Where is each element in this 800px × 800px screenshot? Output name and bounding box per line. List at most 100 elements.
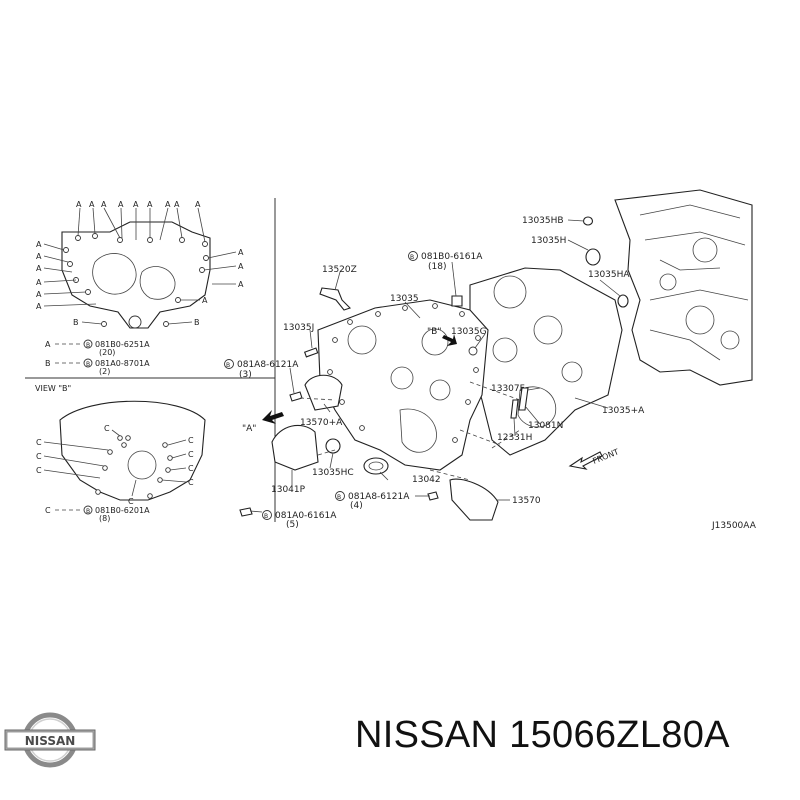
svg-text:B: B (264, 513, 268, 520)
svg-text:13035HC: 13035HC (312, 468, 354, 478)
svg-text:C: C (188, 464, 194, 473)
reference-lines (299, 381, 521, 481)
svg-text:VIEW "B": VIEW "B" (35, 384, 71, 393)
view-b-cover-outline (59, 400, 206, 501)
svg-text:A: A (36, 290, 42, 299)
svg-text:13042: 13042 (412, 475, 441, 485)
svg-text:B: B (86, 361, 90, 368)
svg-text:A: A (238, 280, 244, 289)
svg-text:C: C (36, 438, 42, 447)
svg-text:B: B (45, 359, 51, 368)
svg-text:A: A (133, 200, 139, 209)
svg-text:081A8-6121A: 081A8-6121A (237, 360, 299, 370)
svg-text:C: C (45, 506, 51, 515)
svg-text:081A0-8701A: 081A0-8701A (95, 359, 150, 368)
svg-text:13035: 13035 (390, 294, 419, 304)
svg-text:"A": "A" (242, 424, 256, 434)
part-number: 15066ZL80A (509, 714, 730, 756)
svg-text:(18): (18) (428, 262, 446, 272)
svg-text:13035HA: 13035HA (588, 270, 630, 280)
svg-text:B: B (337, 494, 341, 501)
svg-text:B: B (194, 318, 200, 327)
svg-text:081B0-6251A: 081B0-6251A (95, 340, 150, 349)
callout-labels: 13035HB 13035H 13035HA B 081B0-6161A (18… (224, 216, 645, 530)
svg-text:NISSAN: NISSAN (25, 734, 76, 748)
svg-text:B: B (410, 254, 414, 261)
svg-text:C: C (188, 436, 194, 445)
svg-text:(8): (8) (99, 514, 110, 523)
svg-text:A: A (101, 200, 107, 209)
svg-text:(2): (2) (99, 367, 110, 376)
gasket-13570 (449, 478, 499, 521)
svg-text:C: C (36, 452, 42, 461)
svg-text:13520Z: 13520Z (322, 265, 357, 275)
pin-12331h (510, 399, 519, 419)
part-caption: NISSAN 15066ZL80A (355, 714, 795, 764)
cover-13041p (271, 424, 319, 471)
svg-text:A: A (195, 200, 201, 209)
guide-13520z (319, 287, 352, 311)
view-b-inset: VIEW "B" C C C C C C C C C C B 081 (35, 384, 206, 523)
svg-text:081B0-6161A: 081B0-6161A (421, 252, 483, 262)
svg-text:13035G: 13035G (451, 327, 487, 337)
svg-text:A: A (118, 200, 124, 209)
svg-text:C: C (188, 478, 194, 487)
svg-text:13035HB: 13035HB (522, 216, 564, 226)
callout-leaders (249, 219, 621, 513)
gasket-13570-plus-a (304, 374, 343, 411)
svg-text:A: A (36, 278, 42, 287)
view-b-arrow: "B" (427, 327, 457, 346)
svg-text:A: A (76, 200, 82, 209)
view-a-leaders (43, 207, 237, 325)
svg-text:13035+A: 13035+A (602, 406, 645, 416)
svg-text:13035H: 13035H (531, 236, 566, 246)
svg-text:081A0-6161A: 081A0-6161A (275, 511, 337, 521)
engine-block (614, 189, 753, 386)
rear-timing-cover (469, 267, 623, 456)
view-a-arrow: "A" (242, 410, 284, 434)
svg-text:(4): (4) (350, 501, 363, 511)
svg-text:A: A (36, 264, 42, 273)
svg-text:12331H: 12331H (497, 433, 532, 443)
o-ring-13035ha (617, 294, 629, 308)
svg-text:A: A (36, 240, 42, 249)
front-timing-cover (317, 299, 489, 471)
svg-text:C: C (128, 497, 134, 506)
svg-text:A: A (36, 302, 42, 311)
svg-text:A: A (165, 200, 171, 209)
svg-text:13041P: 13041P (271, 485, 306, 495)
oil-seal-13042 (363, 457, 389, 475)
svg-text:B: B (73, 318, 79, 327)
view-b-leaders (43, 429, 187, 497)
svg-text:A: A (238, 262, 244, 271)
view-b-letters: C C C C C C C C C (36, 424, 194, 506)
svg-text:(3): (3) (239, 370, 252, 380)
svg-text:13307F: 13307F (491, 384, 525, 394)
svg-text:FRONT: FRONT (591, 447, 620, 466)
seal-13035g (468, 346, 478, 356)
o-ring-13035hb (582, 216, 594, 226)
view-a-opening-right (139, 266, 176, 300)
svg-text:C: C (36, 466, 42, 475)
svg-text:C: C (188, 450, 194, 459)
svg-text:13570+A: 13570+A (300, 418, 343, 428)
svg-text:13035J: 13035J (283, 323, 314, 333)
pin-13081n (518, 387, 529, 411)
bolt-081a8-bottom (427, 491, 439, 501)
svg-text:081B0-6201A: 081B0-6201A (95, 506, 150, 515)
front-arrow: FRONT (568, 447, 620, 470)
svg-text:13570: 13570 (512, 496, 541, 506)
svg-text:B: B (86, 342, 90, 349)
svg-text:"B": "B" (427, 327, 441, 337)
diagram-code: J13500AA (711, 521, 757, 531)
svg-text:13081N: 13081N (528, 421, 563, 431)
bolt-top (451, 295, 463, 307)
view-a-inset: A A A A A A A A A A A A A A A A A A A B … (36, 200, 244, 329)
svg-text:A: A (45, 340, 51, 349)
svg-text:A: A (36, 252, 42, 261)
svg-text:(5): (5) (286, 520, 299, 530)
svg-text:A: A (238, 248, 244, 257)
svg-text:(20): (20) (99, 348, 115, 357)
svg-text:B: B (86, 508, 90, 515)
